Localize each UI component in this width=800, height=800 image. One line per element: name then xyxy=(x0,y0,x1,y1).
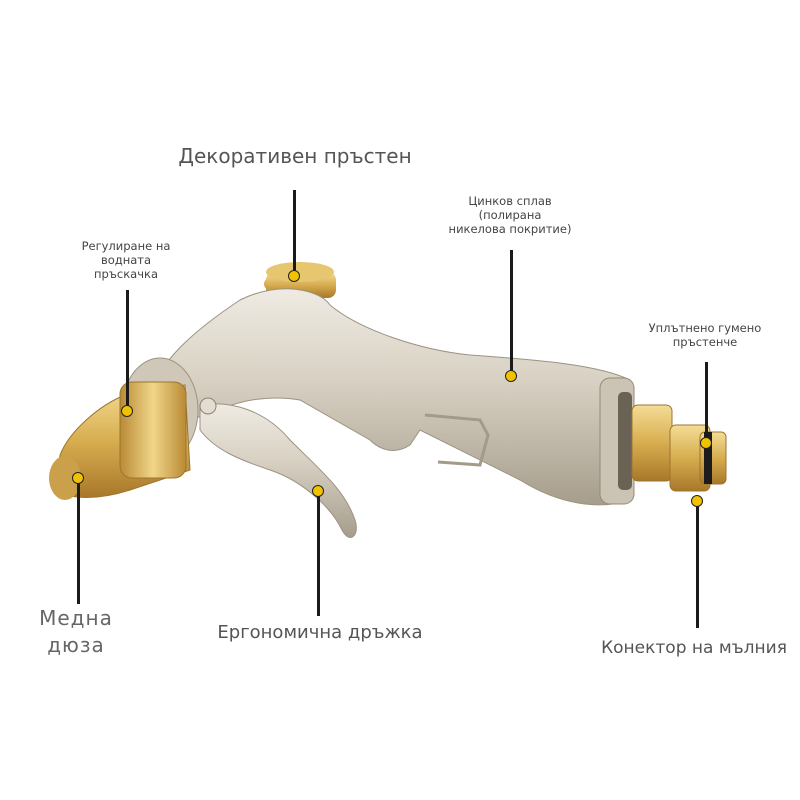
connector-part xyxy=(631,404,727,492)
marker-quick-connector xyxy=(691,495,703,507)
marker-sealing-ring xyxy=(700,437,712,449)
leader-line-quick-connector xyxy=(696,500,699,628)
leader-line-ergonomic-handle xyxy=(317,492,320,616)
marker-copper-nozzle xyxy=(72,472,84,484)
label-quick-connector: Конектор на мълния xyxy=(601,638,787,658)
label-zinc-alloy: Цинков сплав (полирана никелова покритие… xyxy=(448,194,572,236)
marker-spray-adjust xyxy=(121,405,133,417)
label-copper-nozzle: Медна дюза xyxy=(39,606,113,657)
label-ergonomic-handle: Ергономична дръжка xyxy=(217,622,423,643)
leader-line-decorative-ring xyxy=(293,190,296,276)
leader-line-spray-adjust xyxy=(126,290,129,410)
leader-line-copper-nozzle xyxy=(77,478,80,604)
brass-nozzle-part xyxy=(49,381,191,500)
label-sealing-ring: Уплътнено гумено пръстенче xyxy=(648,321,762,349)
leader-line-zinc-alloy xyxy=(510,250,513,376)
marker-ergonomic-handle xyxy=(312,485,324,497)
marker-decorative-ring xyxy=(288,270,300,282)
marker-zinc-alloy xyxy=(505,370,517,382)
label-decorative-ring: Декоративен пръстен xyxy=(178,144,412,168)
leader-line-sealing-ring xyxy=(705,362,708,440)
gun-body xyxy=(121,288,635,538)
label-spray-adjust: Регулиране на водната пръскачка xyxy=(81,239,171,281)
